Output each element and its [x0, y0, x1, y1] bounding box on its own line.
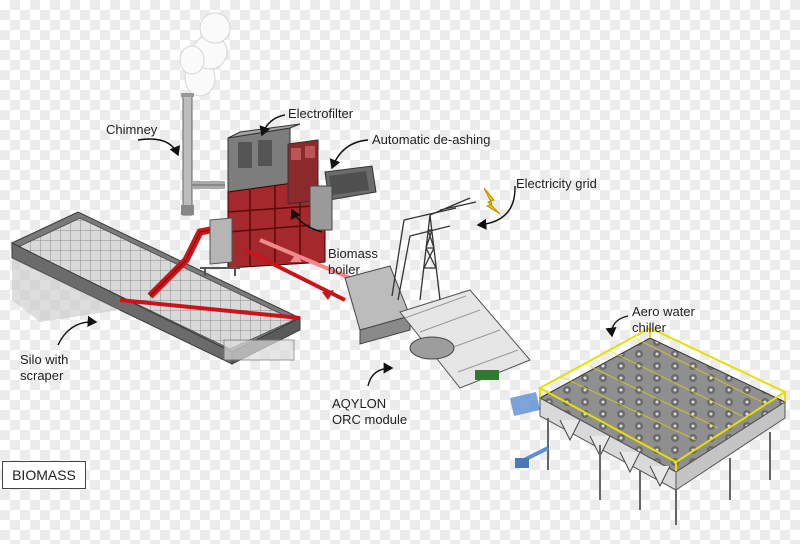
- grid-label: Electricity grid: [516, 176, 597, 191]
- chimney: [181, 93, 225, 216]
- hot-water-pipes: [244, 238, 351, 302]
- orc-module: [344, 265, 540, 416]
- smoke-plume: [179, 12, 231, 97]
- chiller-label-line1: Aero water: [632, 304, 695, 319]
- orc-label-line2: ORC module: [332, 412, 408, 427]
- lightning-icon: [483, 187, 501, 215]
- silo-label-line2: scraper: [20, 368, 64, 383]
- chimney-label: Chimney: [106, 122, 158, 137]
- electrofilter-label: Electrofilter: [288, 106, 354, 121]
- boiler-label-line2: boiler: [328, 262, 360, 277]
- silo-label-line1: Silo with: [20, 352, 69, 367]
- boiler-label-line1: Biomass: [328, 246, 378, 261]
- deashing-label: Automatic de-ashing: [372, 132, 491, 147]
- silo: [10, 211, 302, 365]
- orc-label-line1: AQYLON: [332, 396, 387, 411]
- chiller-label-line2: chiller: [632, 320, 666, 335]
- pointer-arrows: [57, 114, 629, 387]
- power-pylon: [391, 197, 477, 301]
- biomass-badge: BIOMASS: [2, 461, 86, 489]
- aero-chiller: [515, 326, 788, 525]
